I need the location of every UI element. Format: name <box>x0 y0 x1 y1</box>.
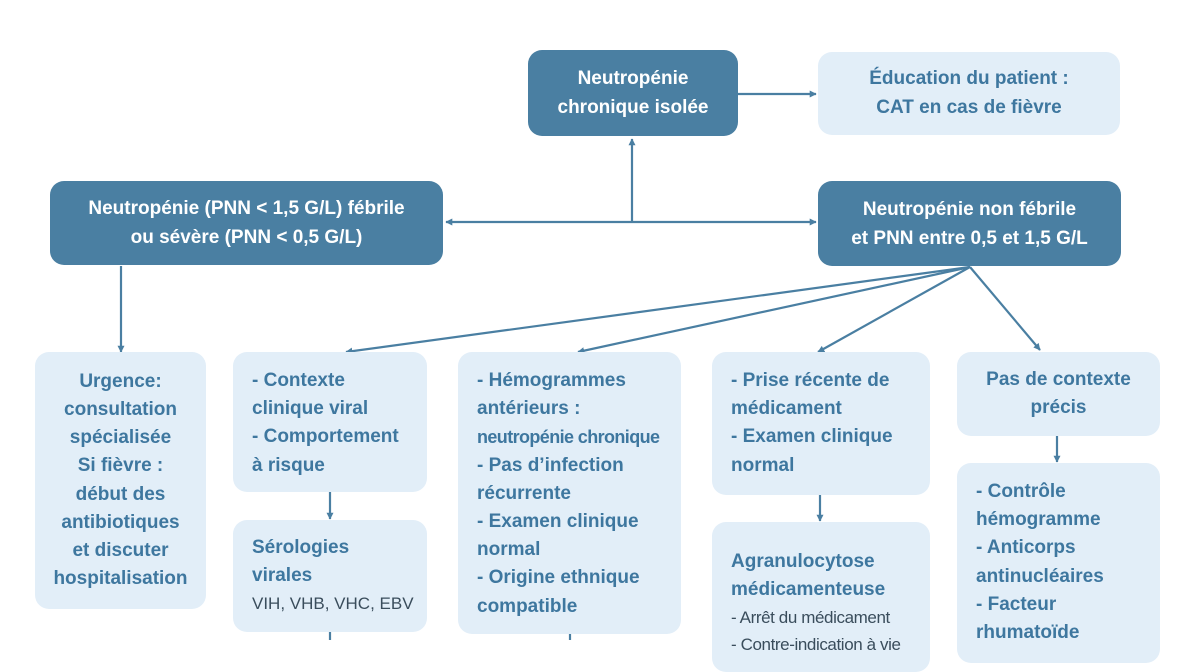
box-neutropenie-febrile: Neutropénie (PNN < 1,5 G/L) fébrile ou s… <box>50 181 443 265</box>
box-prise-medicament: - Prise récente de médicament - Examen c… <box>712 352 930 495</box>
box-line: virales <box>252 565 313 587</box>
box-education-patient: Éducation du patient : CAT en cas de fiè… <box>818 52 1120 135</box>
box-agranulocytose: Agranulocytose médicamenteuse - Arrêt du… <box>712 522 930 672</box>
box-line: - Anticorps <box>976 537 1076 559</box>
box-line: - Pas d’infection <box>477 454 624 476</box>
box-contexte-viral: - Contexte clinique viral - Comportement… <box>233 352 427 492</box>
box-line: rhumatoïde <box>976 622 1080 644</box>
box-line: Éducation du patient : <box>869 68 1069 90</box>
box-line: - Contexte <box>252 370 345 391</box>
box-line: hospitalisation <box>53 568 188 590</box>
box-detail: VIH, VHB, VHC, EBV <box>252 594 414 614</box>
box-line: Neutropénie <box>577 68 689 89</box>
box-line: - Comportement <box>252 426 399 448</box>
box-line: Si fièvre : <box>77 455 164 477</box>
box-line: clinique viral <box>252 398 369 420</box>
box-line: hémogramme <box>976 509 1101 531</box>
box-detail: - Contre-indication à vie <box>731 635 901 655</box>
box-line: antérieurs : <box>477 398 581 420</box>
box-line: antibiotiques <box>61 511 180 533</box>
box-serologies-virales: Sérologies virales VIH, VHB, VHC, EBV <box>233 520 427 632</box>
box-line: à risque <box>252 454 325 476</box>
box-line: - Origine ethnique <box>477 567 640 589</box>
arrow-non-febrile-to-viral <box>345 265 971 355</box>
box-line: Agranulocytose <box>731 551 875 572</box>
box-line: normal <box>477 539 541 561</box>
box-line: normal <box>731 454 795 476</box>
box-line: neutropénie chronique <box>477 427 660 448</box>
box-line: médicamenteuse <box>731 579 886 601</box>
box-line: - Facteur <box>976 593 1057 615</box>
box-line: - Hémogrammes <box>477 370 626 391</box>
box-line: Neutropénie (PNN < 1,5 G/L) fébrile <box>88 198 405 219</box>
arrow-non-febrile-to-medication <box>817 266 971 353</box>
box-line: Pas de contexte <box>986 368 1131 390</box>
box-neutropenie-non-febrile: Neutropénie non fébrile et PNN entre 0,5… <box>818 181 1121 266</box>
box-line: chronique isolée <box>557 97 709 118</box>
box-line: précis <box>1030 397 1087 418</box>
box-line: antinucléaires <box>976 565 1104 587</box>
box-line: ou sévère (PNN < 0,5 G/L) <box>130 227 363 248</box>
box-controle-hemogramme: - Contrôle hémogramme - Anticorps antinu… <box>957 463 1160 663</box>
box-line: début des <box>75 483 166 505</box>
box-line: et discuter <box>72 539 169 561</box>
box-neutropenie-chronique: Neutropénie chronique isolée <box>528 50 738 136</box>
box-line: Sérologies <box>252 537 350 558</box>
connector-arrows <box>117 90 1061 640</box>
box-line: compatible <box>477 595 578 617</box>
box-detail: - Arrêt du médicament <box>731 608 890 628</box>
box-line: médicament <box>731 398 842 420</box>
box-urgence: Urgence: consultation spécialisée Si fiè… <box>35 352 206 609</box>
arrow-non-febrile-to-hemogram <box>577 265 971 355</box>
box-line: - Examen clinique <box>731 426 893 448</box>
box-line: et PNN entre 0,5 et 1,5 G/L <box>851 227 1088 249</box>
box-line: - Prise récente de <box>731 370 890 391</box>
box-line: récurrente <box>477 482 571 504</box>
box-line: - Contrôle <box>976 481 1066 502</box>
box-pas-de-contexte: Pas de contexte précis <box>957 352 1160 436</box>
box-line: Neutropénie non fébrile <box>862 198 1077 220</box>
box-line: consultation <box>64 398 177 420</box>
box-line: spécialisée <box>69 427 172 449</box>
arrow-non-febrile-to-no-context <box>969 266 1041 351</box>
box-hemogrammes: - Hémogrammes antérieurs : neutropénie c… <box>458 352 681 634</box>
box-line: - Examen clinique <box>477 511 639 533</box>
box-line: CAT en cas de fièvre <box>876 96 1062 118</box>
box-line: Urgence: <box>79 370 162 392</box>
